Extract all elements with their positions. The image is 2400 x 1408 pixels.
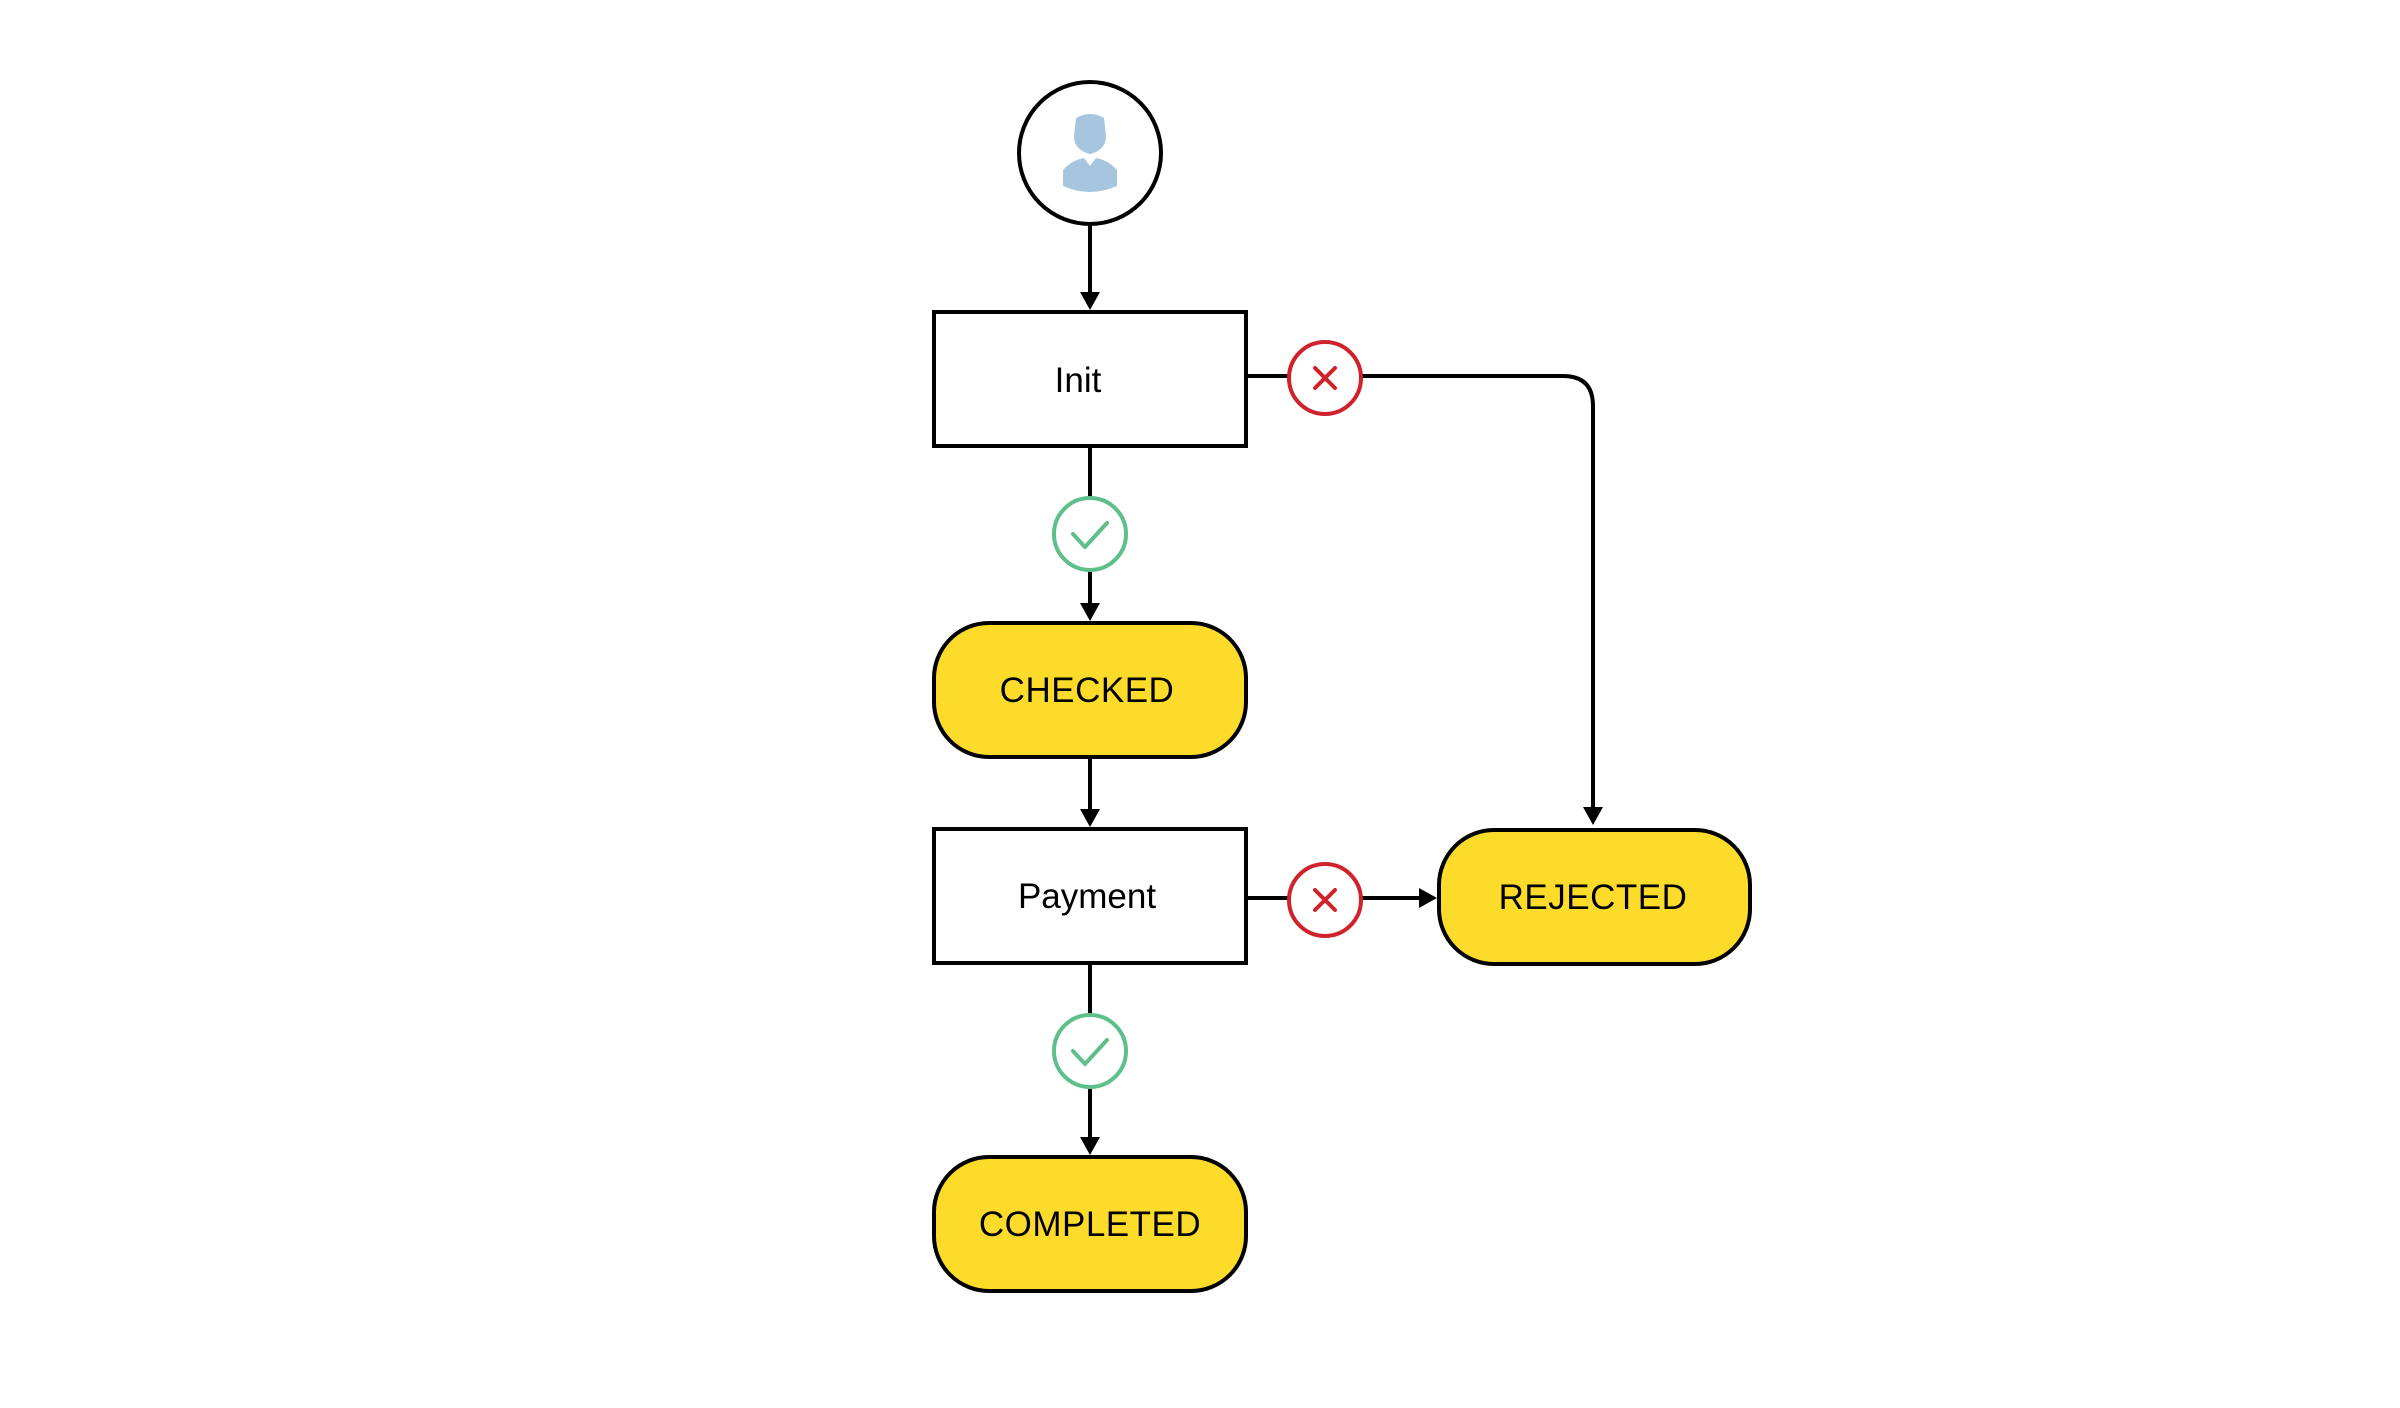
arrowhead-rejected-top (1583, 807, 1603, 825)
node-payment: Payment (932, 827, 1248, 965)
success-marker-payment (1052, 1013, 1128, 1089)
node-checked: CHECKED (932, 621, 1248, 759)
success-marker-init (1052, 496, 1128, 572)
node-completed: COMPLETED (932, 1155, 1248, 1293)
arrowhead-completed (1080, 1137, 1100, 1155)
cross-icon (1313, 366, 1337, 390)
user-icon (1063, 114, 1117, 192)
success-circle (1052, 496, 1128, 572)
arrowhead-checked (1080, 603, 1100, 621)
arrowhead-payment (1080, 809, 1100, 827)
failure-marker-payment (1287, 862, 1363, 938)
checked-label: CHECKED (1000, 671, 1175, 710)
rejected-pill (1437, 828, 1752, 966)
checked-pill (932, 621, 1248, 759)
completed-label: COMPLETED (979, 1205, 1201, 1244)
init-box (932, 310, 1248, 448)
check-icon (1071, 521, 1109, 549)
failure-marker-init (1287, 340, 1363, 416)
node-init: Init (932, 310, 1248, 448)
success-circle (1052, 1013, 1128, 1089)
payment-label: Payment (1018, 877, 1156, 916)
payment-box (932, 827, 1248, 965)
arrowhead-rejected-left (1419, 888, 1437, 908)
start-node (1017, 80, 1163, 226)
rejected-label: REJECTED (1499, 878, 1688, 917)
connectors (1080, 224, 1603, 1155)
check-icon (1071, 1038, 1109, 1066)
node-rejected: REJECTED (1437, 828, 1752, 966)
completed-pill (932, 1155, 1248, 1293)
cross-icon (1313, 888, 1337, 912)
init-label: Init (1055, 361, 1102, 400)
edge-init-to-rejected (1362, 374, 1595, 808)
arrowhead-init (1080, 292, 1100, 310)
